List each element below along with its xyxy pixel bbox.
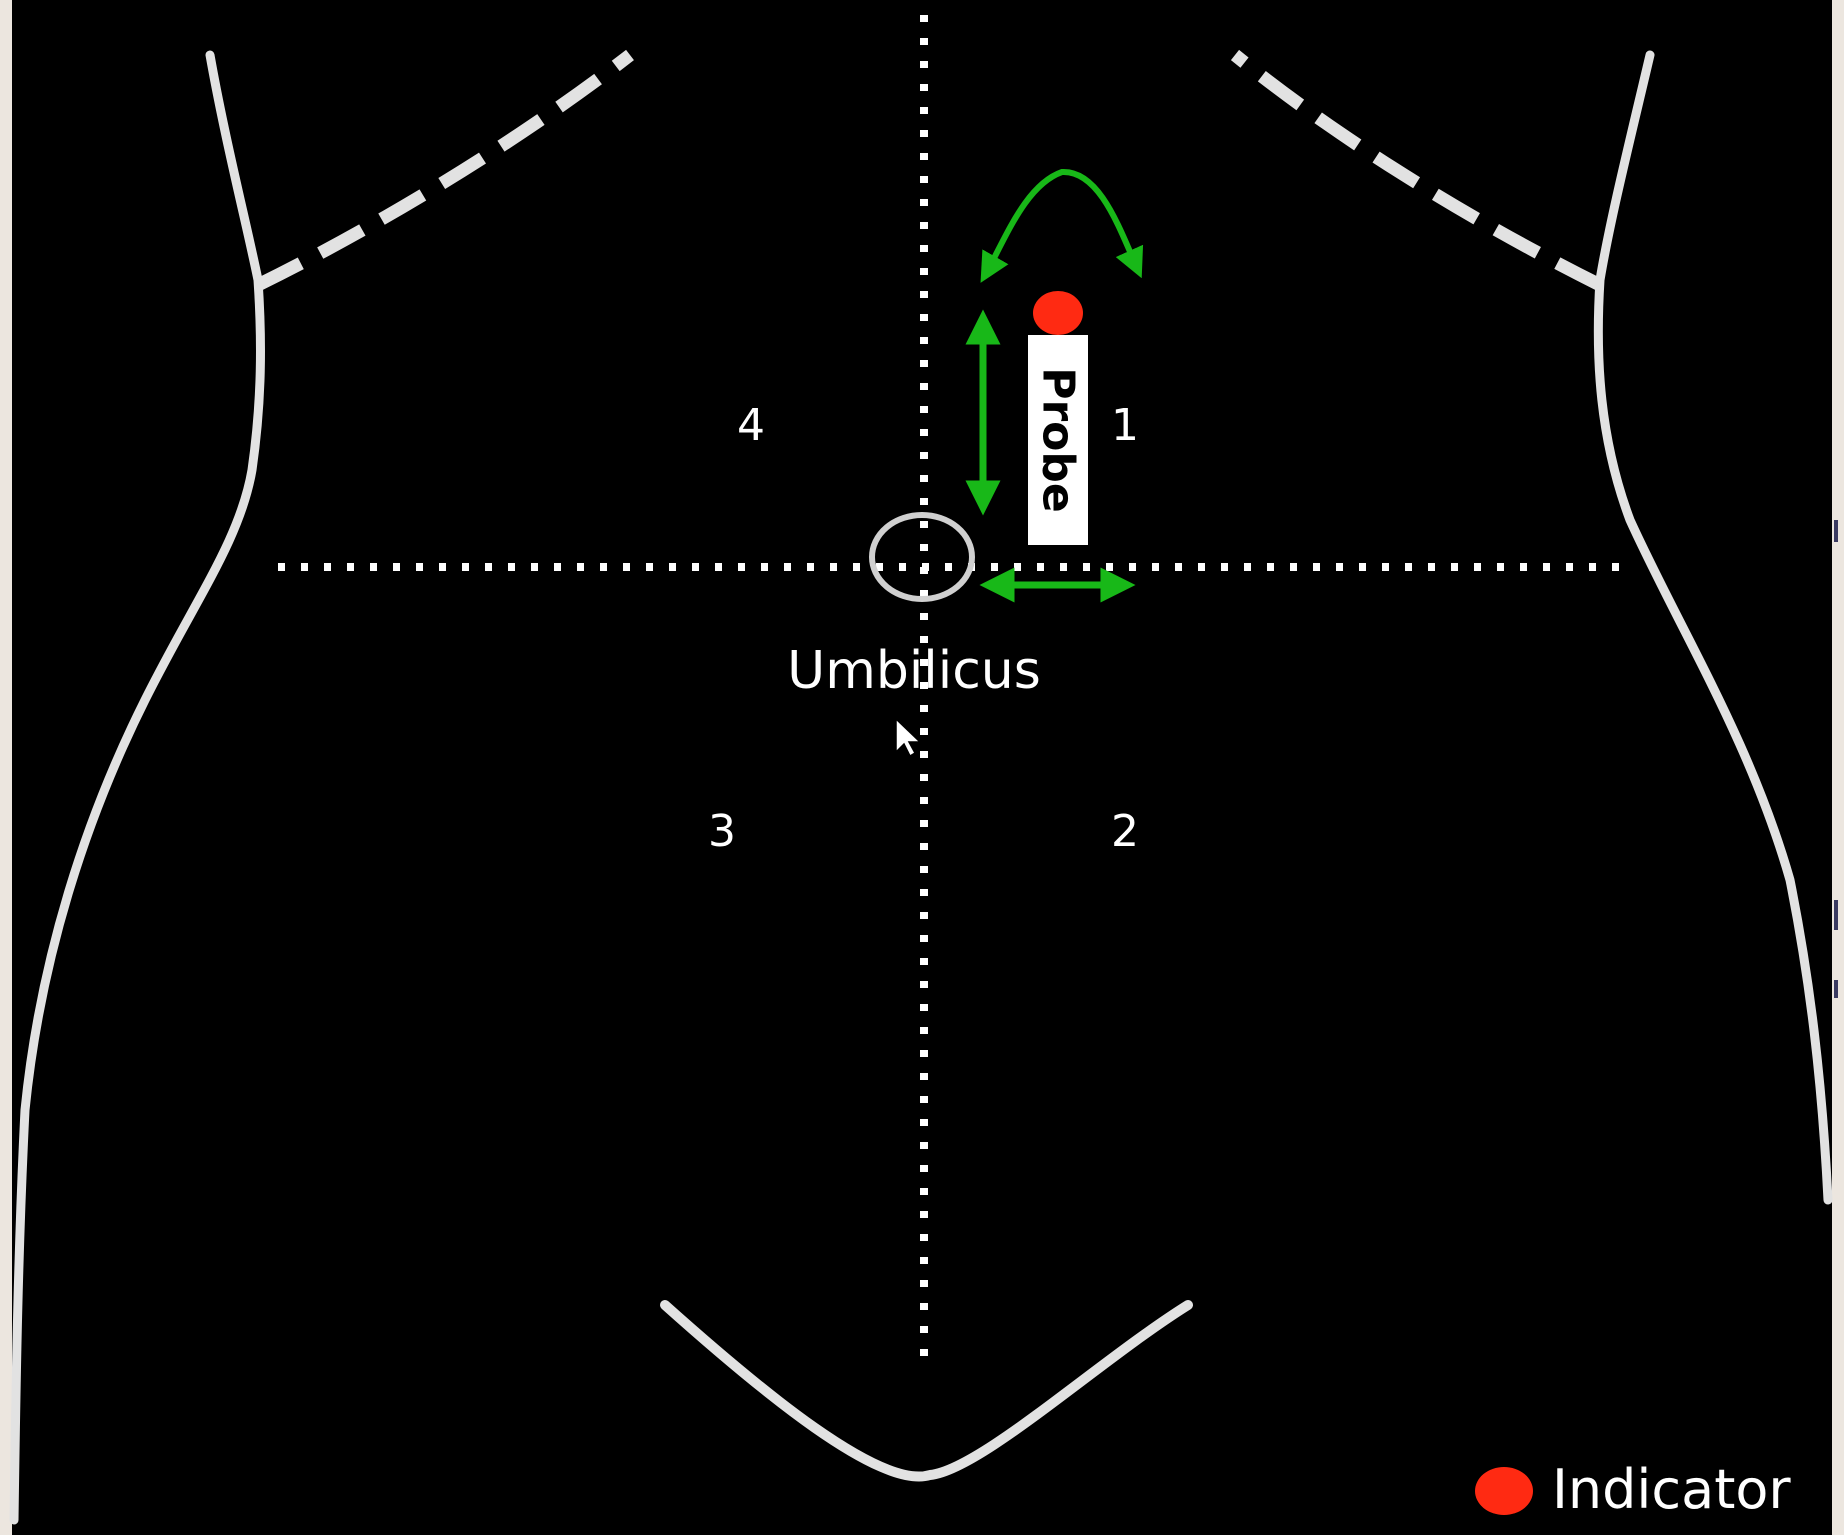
right-edge-artifact [1834, 520, 1838, 998]
umbilicus-label: Umbilicus [787, 641, 1041, 701]
quadrant-1-label: 1 [1111, 400, 1139, 451]
probe-indicator-dot [1033, 291, 1083, 335]
quadrant-3-label: 3 [708, 806, 736, 857]
quadrant-2-label: 2 [1111, 806, 1139, 857]
indicator-legend-label: Indicator [1552, 1458, 1791, 1521]
quadrant-4-label: 4 [737, 400, 765, 451]
indicator-legend-dot [1475, 1467, 1533, 1515]
probe-label: Probe [1033, 367, 1084, 513]
